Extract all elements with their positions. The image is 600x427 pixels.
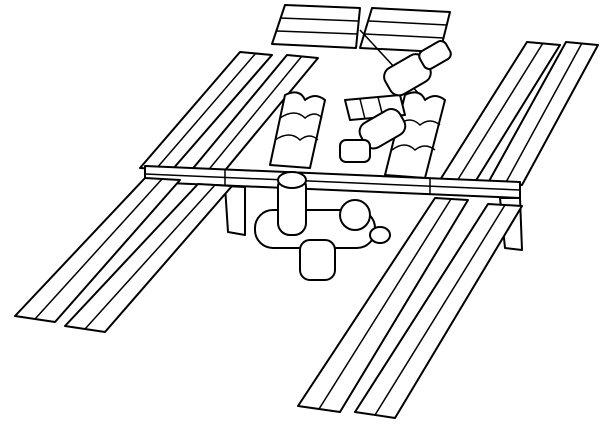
right-upper-solar-arrays bbox=[439, 41, 599, 186]
left-upper-solar-arrays bbox=[139, 51, 319, 175]
central-modules bbox=[254, 171, 391, 281]
upper-modules bbox=[339, 40, 452, 163]
left-lower-solar-arrays bbox=[14, 177, 233, 333]
right-lower-solar-arrays bbox=[297, 197, 523, 419]
radiators bbox=[269, 91, 446, 179]
